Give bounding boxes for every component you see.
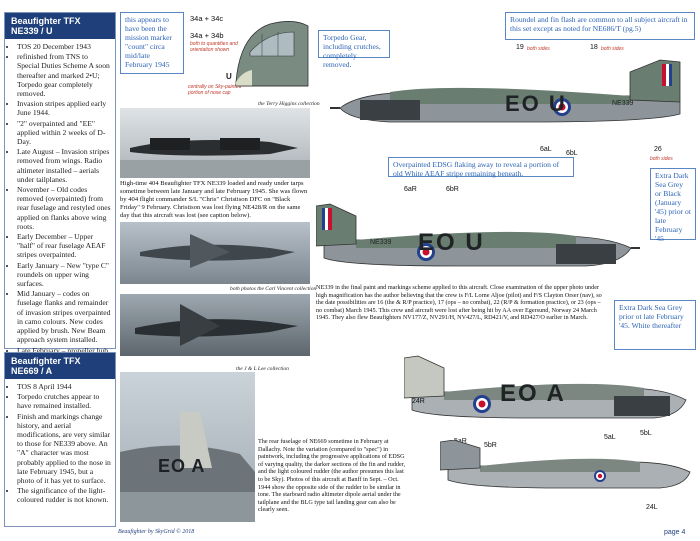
photo-code-letters: EO A xyxy=(158,456,206,476)
ne339-bullet: Early December – Upper "half" of rear fu… xyxy=(17,232,111,260)
ne339-header: Beaufighter TFX NE339 / U xyxy=(5,13,115,39)
label-6aL: 6aL xyxy=(540,146,552,153)
ne669-caption: The rear fuselage of NE669 sometime in F… xyxy=(258,438,406,514)
aircraft-silhouette-photo2 xyxy=(140,234,295,268)
vincent-credit: both photos the Carl Vincent collection xyxy=(230,286,317,292)
label-34a-34c: 34a + 34c xyxy=(190,14,224,23)
label-5aR: 5aR xyxy=(454,438,467,445)
ne669-panel: Beaufighter TFX NE669 / A TOS 8 April 19… xyxy=(4,352,116,527)
edsg-callout: Overpainted EDSG flaking away to reveal … xyxy=(388,157,574,178)
ne339-bullet: Late August – Invasion stripes removed f… xyxy=(17,147,111,184)
ne669-bullet: Torpedo crutches appear to have remained… xyxy=(17,392,111,410)
extra-dark-sea-grey-callout-1: Extra Dark Sea Grey or Black (January '4… xyxy=(650,168,696,243)
aircraft-profile-top xyxy=(330,59,681,123)
label-26: 26 xyxy=(654,146,662,153)
ne669-bullet-list: TOS 8 April 1944 Torpedo crutches appear… xyxy=(5,379,115,509)
aircraft-silhouette-photo3 xyxy=(135,304,298,346)
aircraft-silhouette-photo1 xyxy=(120,138,310,178)
higgins-credit: the Terry Higgins collection xyxy=(258,101,320,107)
torpedo-callout: Torpedo Gear, including crutches, comple… xyxy=(318,30,390,69)
photo-ne339-flight-2 xyxy=(120,294,310,356)
both-sides-26: both sides xyxy=(650,156,673,162)
aircraft-profile-bottom xyxy=(440,440,691,489)
label-5bL: 5bL xyxy=(640,430,652,437)
photo-ne339-tarps xyxy=(120,108,310,178)
mid-aircraft-serial: NE339 xyxy=(370,239,392,246)
photo-ne669-rear: EO A xyxy=(120,372,255,522)
ne669-bullet: Finish and markings change history, and … xyxy=(17,412,111,486)
nose-detail-drawing xyxy=(235,21,309,87)
label-24L: 24L xyxy=(646,504,658,511)
label-34a-34b: 34a + 34b xyxy=(190,31,224,40)
ne339-bullet: Early January – New "type C" roundels on… xyxy=(17,261,111,289)
ne339-bullet: November – Old codes removed (overpainte… xyxy=(17,185,111,231)
ne339-bullet-list: TOS 20 December 1943 refinished from TNS… xyxy=(5,39,115,377)
top-aircraft-serial: NE339 xyxy=(612,100,634,107)
label-19: 19 xyxy=(516,44,524,51)
label-5aL: 5aL xyxy=(604,434,616,441)
footer-left: Beaufighter by SkyGrid © 2018 xyxy=(118,529,195,535)
ne339-bullet: "2" overpainted and "EE" applied within … xyxy=(17,119,111,147)
aircraft-profile-lower xyxy=(404,355,687,419)
ne669-header: Beaufighter TFX NE669 / A xyxy=(5,353,115,379)
ne339-bullet: Invasion stripes applied early June 1944… xyxy=(17,99,111,117)
label-6aR: 6aR xyxy=(404,186,417,193)
lee-credit: the J & L Lee collection xyxy=(236,366,289,372)
extra-dark-sea-grey-callout-2: Extra Dark Sea Grey prior ot late Februa… xyxy=(614,300,696,350)
label-6bL: 6bL xyxy=(566,150,578,157)
ne339-bullet: Mid January – codes on fuselage flanks a… xyxy=(17,289,111,344)
code-letter-u: U xyxy=(226,72,232,81)
label-5bR: 5bR xyxy=(484,442,497,449)
quantities-note: both to quantities and orientation shown xyxy=(190,41,238,53)
label-18: 18 xyxy=(590,44,598,51)
label-6bR: 6bR xyxy=(446,186,459,193)
aircraft-profile-mid xyxy=(316,203,640,267)
roundel-callout: Roundel and fin flash are common to all … xyxy=(505,12,695,40)
mid-aircraft-codes: EO U xyxy=(418,229,485,256)
ne339-bullet: TOS 20 December 1943 xyxy=(17,42,111,51)
photo1-caption: High-time 404 Beaufighter TFX NE339 load… xyxy=(120,180,308,219)
label-24R: 24R xyxy=(412,398,425,405)
ne339-panel: Beaufighter TFX NE339 / U TOS 20 Decembe… xyxy=(4,12,116,373)
lower-aircraft-codes: EO A xyxy=(500,380,566,407)
both-sides-18: both sides xyxy=(601,46,624,52)
ne669-bullet: TOS 8 April 1944 xyxy=(17,382,111,391)
sky-nose-note: centrally on Sky-painted portion of nose… xyxy=(188,84,242,96)
ne669-bullet: The significance of the light-coloured r… xyxy=(17,486,111,504)
footer-page-number: page 4 xyxy=(664,529,686,536)
ne339-bullet: refinished from TNS to Special Duties Sc… xyxy=(17,52,111,98)
photo-ne339-flight-1 xyxy=(120,222,310,284)
both-sides-19: both sides xyxy=(527,46,550,52)
mission-marker-callout: this appears to have been the mission ma… xyxy=(120,12,184,74)
ne339-final-caption: NE339 in the final paint and markings sc… xyxy=(316,284,602,322)
top-aircraft-codes: EO U xyxy=(505,91,567,116)
ne669-rear-fuselage xyxy=(120,412,255,522)
